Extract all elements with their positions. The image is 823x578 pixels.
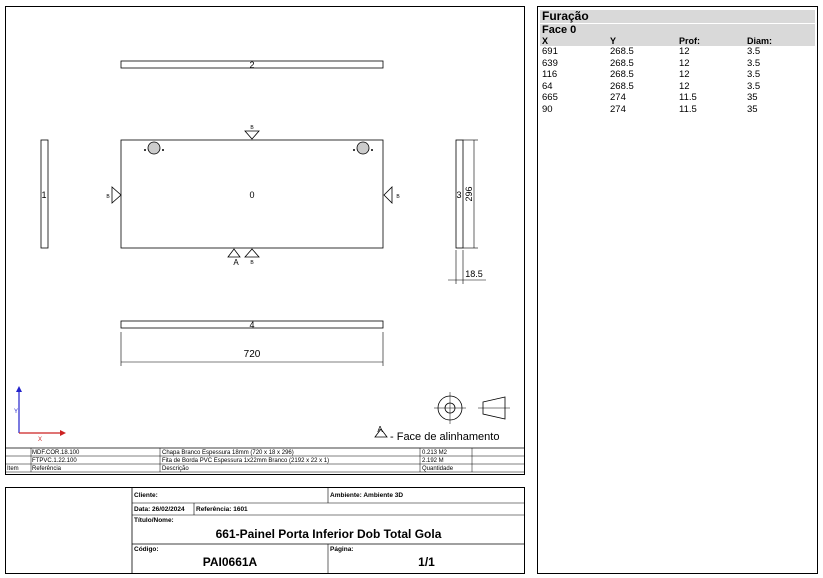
bom-header-reference: Referência — [32, 466, 62, 472]
cell-prof: 12 — [679, 46, 690, 57]
code-label: Código: — [134, 546, 159, 553]
cell-y: 268.5 — [610, 46, 634, 57]
pilot-hole — [371, 149, 373, 151]
page-label: Página: — [330, 546, 354, 553]
ambient-label: Ambiente: Ambiente 3D — [330, 492, 404, 499]
legend-alignment-marker — [374, 428, 388, 438]
table-row: 665 274 11.5 35 — [540, 92, 815, 104]
cell-prof: 12 — [679, 57, 690, 69]
bom-row-2-reference: FTPVC.1.22.100 — [32, 458, 77, 464]
bom-row-2-quantity: 2.192 M — [422, 458, 444, 464]
cell-prof: 11.5 — [679, 92, 697, 103]
col-x: X — [542, 36, 549, 46]
cell-diam: 3.5 — [747, 69, 761, 80]
part-1-label: 1 — [41, 190, 46, 200]
projection-symbol-cone — [482, 396, 506, 420]
main-panel — [120, 139, 384, 249]
drilling-table-header: X Y Prof: Diam: — [540, 36, 815, 46]
bom-row-2-description: Fita de Borda PVC Espessura 1x22mm Branc… — [162, 458, 330, 464]
y-axis-label: Y — [14, 409, 18, 415]
edge-marker-left — [111, 186, 122, 204]
cell-prof: 12 — [679, 80, 690, 92]
table-row: 691 268.5 12 3.5 — [540, 46, 815, 58]
bom-row-1-description: Chapa Branco Espessura 18mm (720 x 18 x … — [162, 450, 294, 456]
edge-marker-top-label: B — [250, 125, 254, 131]
main-panel-label: 0 — [249, 190, 254, 200]
cell-diam: 35 — [747, 92, 758, 103]
document-code: PAI0661A — [202, 555, 258, 569]
drilling-panel: Furação Face 0 X Y Prof: Diam: 691 268.5… — [537, 6, 818, 574]
edge-marker-right — [383, 186, 393, 204]
alignment-marker-label: A — [233, 258, 239, 267]
cell-x: 64 — [542, 80, 553, 92]
bom-header-description: Descrição — [162, 466, 189, 472]
client-label: Cliente: — [134, 492, 158, 499]
col-prof: Prof: — [679, 36, 700, 46]
drilling-face: Face 0 — [540, 24, 815, 36]
part-3-label: 3 — [456, 190, 461, 200]
reference-label: Referência: 1601 — [196, 506, 248, 513]
cell-prof: 11.5 — [679, 103, 697, 115]
legend-marker-label: A — [377, 425, 383, 434]
cell-prof: 12 — [679, 69, 690, 80]
bom-header-item: Item — [7, 466, 19, 472]
edge-marker-right-label: B — [396, 194, 400, 200]
drilling-title: Furação — [540, 10, 815, 23]
cell-diam: 3.5 — [747, 80, 761, 92]
cell-x: 691 — [542, 46, 558, 57]
legend-text: - Face de alinhamento — [390, 431, 499, 443]
bom-row-1-reference: MDF.COR.18.100 — [32, 450, 80, 456]
table-row: 90 274 11.5 35 — [540, 104, 815, 116]
pilot-hole — [144, 149, 146, 151]
dim-height-text: 296 — [464, 186, 474, 201]
cell-y: 268.5 — [610, 80, 634, 92]
cell-y: 274 — [610, 103, 626, 115]
part-2-label: 2 — [249, 60, 254, 70]
x-axis-label: X — [38, 437, 42, 443]
cell-diam: 35 — [747, 103, 758, 115]
bom-row-1-quantity: 0.213 M2 — [422, 450, 448, 456]
pilot-hole — [353, 149, 355, 151]
cell-x: 639 — [542, 57, 558, 69]
page-number: 1/1 — [418, 555, 435, 569]
edge-marker-left-label: B — [106, 194, 110, 200]
hinge-hole-left — [147, 141, 161, 155]
cell-y: 268.5 — [610, 69, 634, 80]
cell-diam: 3.5 — [747, 57, 761, 69]
edge-marker-bottom-label: B — [250, 260, 254, 266]
part-2-strip — [120, 60, 384, 69]
part-3-side — [455, 139, 464, 249]
cell-y: 274 — [610, 92, 626, 103]
alignment-marker — [227, 248, 241, 258]
table-row: 64 268.5 12 3.5 — [540, 81, 815, 93]
part-4-strip — [120, 320, 384, 329]
cell-x: 90 — [542, 103, 553, 115]
cell-y: 268.5 — [610, 57, 634, 69]
title-label: Título/Nome: — [134, 517, 174, 524]
title-block — [5, 487, 525, 574]
table-row: 639 268.5 12 3.5 — [540, 58, 815, 70]
edge-marker-bottom — [244, 248, 260, 258]
part-1-side — [40, 139, 49, 249]
col-y: Y — [610, 36, 617, 46]
dim-width-text: 720 — [244, 349, 261, 360]
document-title: 661-Painel Porta Inferior Dob Total Gola — [215, 527, 442, 541]
cell-x: 665 — [542, 92, 558, 103]
bom-header-quantity: Quantidade — [422, 466, 454, 472]
cell-diam: 3.5 — [747, 46, 761, 57]
col-diam: Diam: — [747, 36, 773, 46]
cell-x: 116 — [542, 69, 558, 80]
edge-marker-top — [244, 130, 260, 140]
part-4-label: 4 — [249, 320, 254, 330]
drawing-frame — [5, 6, 525, 475]
table-row: 116 268.5 12 3.5 — [540, 69, 815, 81]
dim-thickness-text: 18.5 — [465, 269, 483, 279]
pilot-hole — [162, 149, 164, 151]
hinge-hole-right — [356, 141, 370, 155]
date-label: Data: 26/02/2024 — [134, 506, 185, 513]
